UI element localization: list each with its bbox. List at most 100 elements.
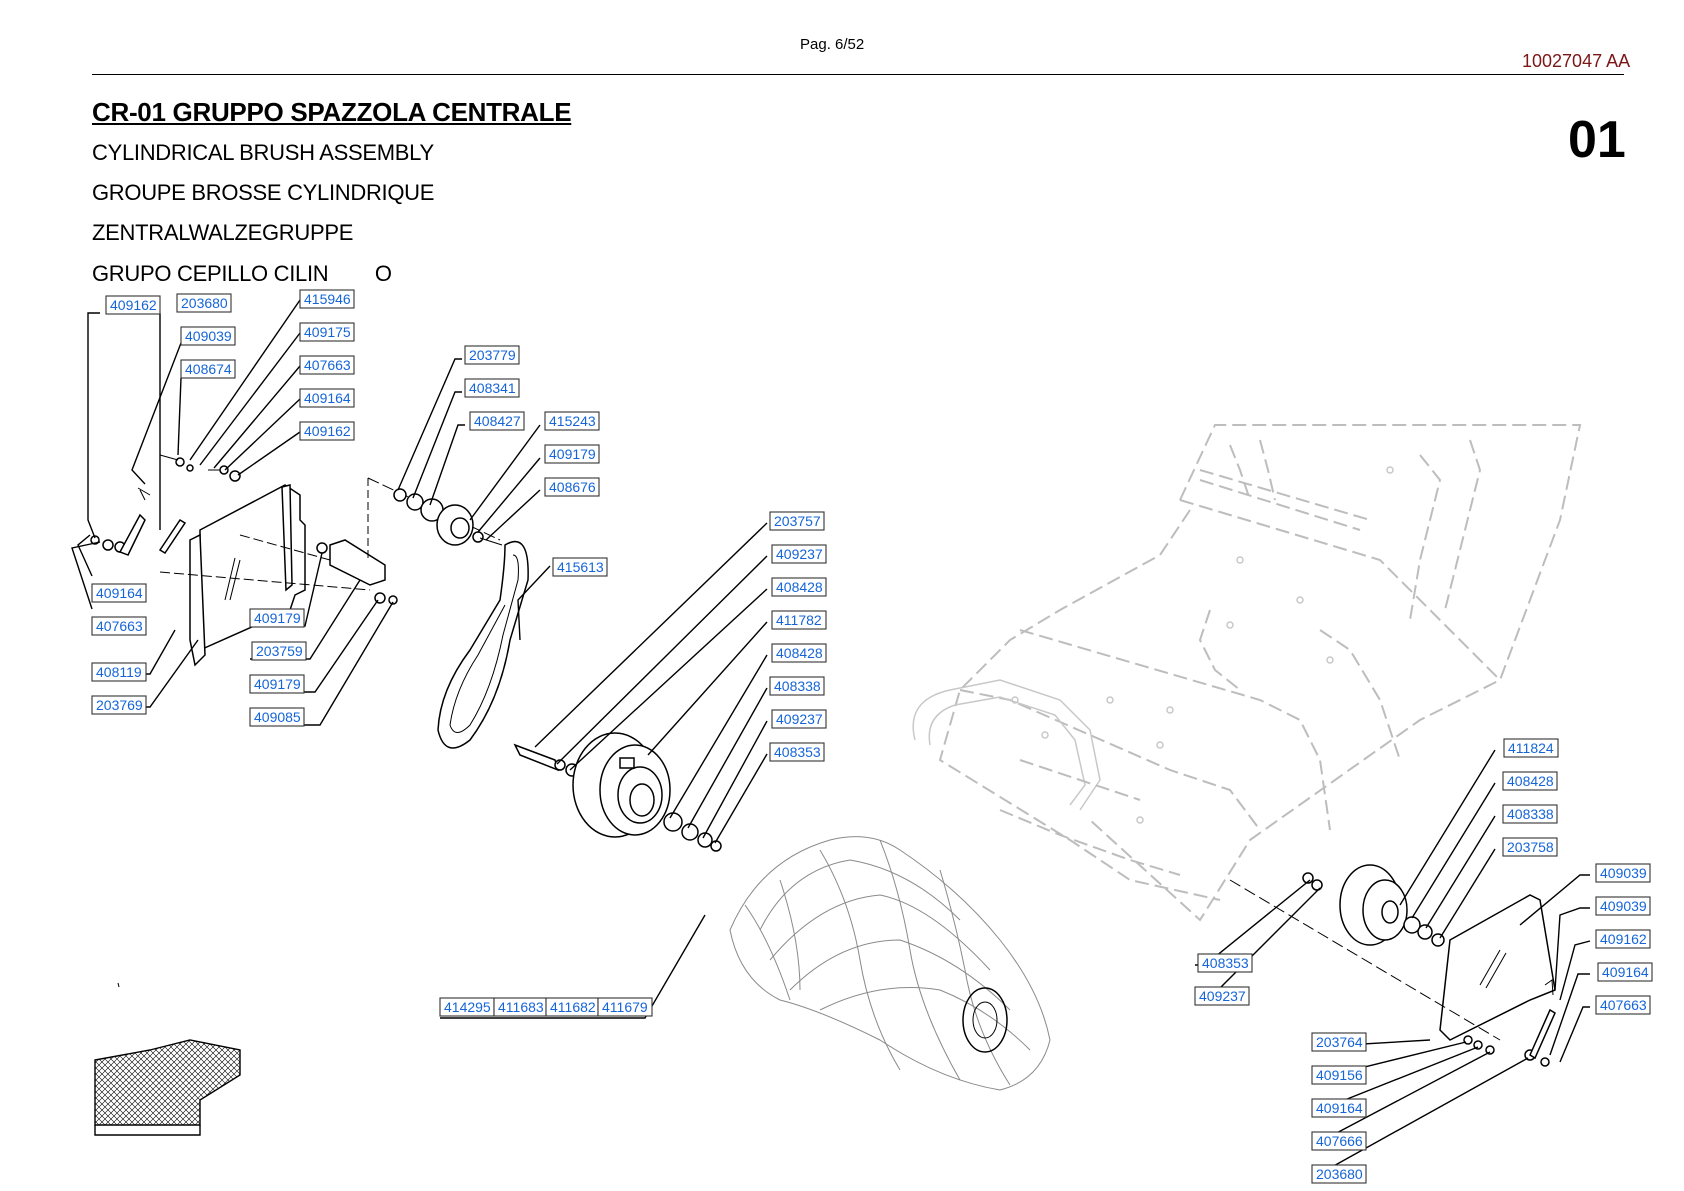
svg-text:408428: 408428 [776,579,823,595]
part-label: 203758 [1502,837,1558,857]
part-label: 411824 [1503,738,1559,758]
cylindrical-brush [729,836,1051,1091]
svg-text:203764: 203764 [1316,1034,1363,1050]
subtitle-english: CYLINDRICAL BRUSH ASSEMBLY [92,140,434,165]
svg-text:409179: 409179 [254,610,301,626]
part-label: 203769 [91,695,147,715]
svg-text:409162: 409162 [304,423,351,439]
part-label: 203759 [251,641,307,661]
svg-text:415613: 415613 [557,559,604,575]
part-label: 203779 [464,345,520,365]
svg-text:409237: 409237 [776,711,823,727]
svg-text:203680: 203680 [181,295,228,311]
svg-text:408341: 408341 [469,380,516,396]
svg-text:409085: 409085 [254,709,301,725]
part-label: 407666 [1311,1131,1367,1151]
svg-text:411682: 411682 [550,999,596,1015]
part-label: 409179 [249,608,305,628]
part-label: 415243 [544,411,600,431]
svg-text:409162: 409162 [1600,931,1647,947]
part-label: 409039 [1595,863,1651,883]
part-label: 409164 [299,388,355,408]
part-label: 408341 [464,378,520,398]
page-title: CR-01 GRUPPO SPAZZOLA CENTRALE [92,97,572,127]
section-number: 01 [1568,111,1626,169]
part-label: 409237 [771,544,827,564]
part-label: 411682 [545,997,599,1017]
svg-text:409156: 409156 [1316,1067,1363,1083]
part-label: 409162 [299,421,355,441]
svg-text:409162: 409162 [110,297,157,313]
svg-text:407663: 407663 [1600,997,1647,1013]
part-label: 414295 [439,997,495,1017]
svg-text:409237: 409237 [776,546,823,562]
subtitle-german: ZENTRALWALZEGRUPPE [92,220,354,245]
direction-arrow [94,982,241,1136]
part-label: 408674 [180,359,236,379]
part-label: 408338 [769,676,825,696]
svg-text:408338: 408338 [774,678,821,694]
part-labels: 409162 203680 409039 408674 415946 40917… [91,289,1653,1184]
svg-text:203758: 203758 [1507,839,1554,855]
part-label: 408676 [544,477,600,497]
part-label: 408338 [1502,804,1558,824]
svg-text:203757: 203757 [774,513,821,529]
svg-text:203759: 203759 [256,643,303,659]
svg-text:409179: 409179 [549,446,596,462]
svg-text:408676: 408676 [549,479,596,495]
part-label: 409164 [1311,1098,1367,1118]
right-flange-assembly [1229,864,1556,1067]
svg-text:409179: 409179 [254,676,301,692]
part-label: 408353 [769,742,825,762]
part-label: 409237 [771,709,827,729]
part-label: 409237 [1194,986,1250,1006]
part-label: 408428 [771,643,827,663]
part-label: 203680 [176,293,232,313]
part-label: 409164 [91,583,147,603]
svg-text:411683: 411683 [498,999,544,1015]
svg-text:411679: 411679 [602,999,648,1015]
part-label: 409039 [180,326,236,346]
svg-text:415946: 415946 [304,291,351,307]
subtitle-french: GROUPE BROSSE CYLINDRIQUE [92,180,435,205]
part-label: 203680 [1311,1164,1367,1184]
svg-text:203779: 203779 [469,347,516,363]
part-label: 411679 [597,997,653,1017]
svg-text:409237: 409237 [1199,988,1246,1004]
pulley-assembly [513,732,722,852]
svg-text:408427: 408427 [474,413,521,429]
part-label: 407663 [299,355,355,375]
svg-text:409175: 409175 [304,324,351,340]
part-label: 408428 [771,577,827,597]
svg-text:409039: 409039 [185,328,232,344]
svg-text:411782: 411782 [776,612,822,628]
ghost-machine-frame [912,424,1582,922]
svg-text:203769: 203769 [96,697,143,713]
part-label: 411782 [771,610,827,630]
part-label: 408119 [91,662,147,682]
svg-text:415243: 415243 [549,413,596,429]
part-label: 409162 [105,295,161,315]
svg-text:409164: 409164 [1316,1100,1363,1116]
svg-text:408119: 408119 [96,664,142,680]
part-label: 409162 [1595,929,1651,949]
part-label: 409175 [299,322,355,342]
svg-text:408428: 408428 [1507,773,1554,789]
document-code: 10027047 AA [1522,51,1631,71]
svg-text:407666: 407666 [1316,1133,1363,1149]
page-number: Pag. 6/52 [800,36,865,53]
part-label: 409164 [1597,962,1653,982]
part-label: 408428 [1502,771,1558,791]
svg-text:409039: 409039 [1600,898,1647,914]
part-label: 407663 [1595,995,1651,1015]
svg-text:203680: 203680 [1316,1166,1363,1182]
svg-text:409039: 409039 [1600,865,1647,881]
svg-text:407663: 407663 [304,357,351,373]
idler-and-belt [367,477,529,749]
svg-text:408353: 408353 [774,744,821,760]
part-label: 408427 [469,411,525,431]
part-label: 409039 [1595,896,1651,916]
svg-text:411824: 411824 [1508,740,1554,756]
svg-text:408428: 408428 [776,645,823,661]
